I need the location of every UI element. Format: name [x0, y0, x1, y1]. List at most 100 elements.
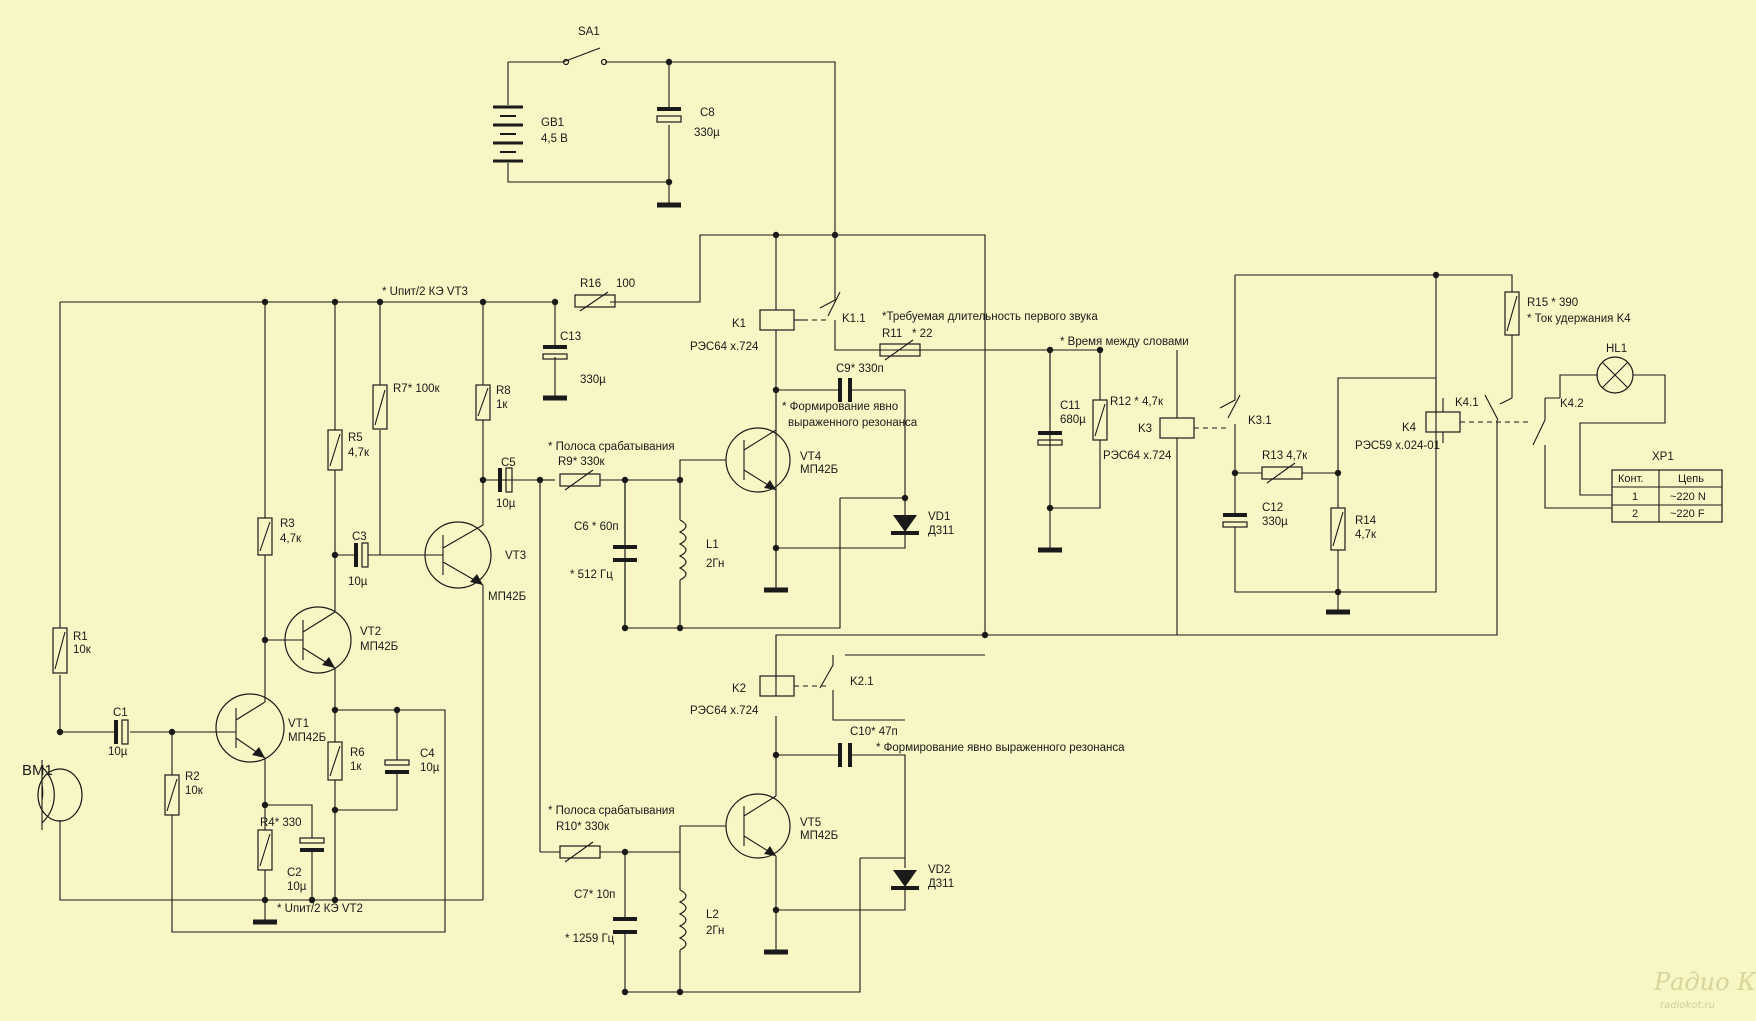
label-c1: C1	[113, 707, 128, 719]
xp1-row2-circuit: ~220 F	[1670, 508, 1705, 520]
label-c6: C6 * 60п	[574, 521, 619, 533]
label-vd2: VD2	[928, 864, 950, 876]
xp1-connector-table	[1611, 469, 1723, 523]
xp1-row2-contact: 2	[1632, 508, 1638, 520]
label-r5-val: 4,7к	[348, 447, 370, 459]
label-r9: R9* 330к	[558, 456, 606, 468]
label-k3-type: РЭС64 х.724	[1103, 450, 1172, 462]
label-r11-val: * 22	[912, 328, 932, 340]
label-c4: C4	[420, 748, 435, 760]
label-k4: K4	[1402, 422, 1417, 434]
label-sa1: SA1	[578, 26, 600, 38]
label-r16-val: 100	[616, 278, 635, 290]
label-vt1: VT1	[288, 718, 309, 730]
label-l2-val: 2Гн	[706, 925, 724, 937]
label-c10: C10* 47п	[850, 726, 898, 738]
label-r16: R16	[580, 278, 601, 290]
label-k31: K3.1	[1248, 415, 1272, 427]
label-r15: R15 * 390	[1527, 297, 1578, 309]
label-r6: R6	[350, 747, 365, 759]
label-gb1-val: 4,5 В	[541, 133, 568, 145]
label-r1-val: 10к	[73, 644, 92, 656]
label-c11-val: 680µ	[1060, 414, 1086, 426]
label-l1: L1	[706, 539, 719, 551]
label-gb1: GB1	[541, 117, 564, 129]
label-bm1: BM1	[22, 762, 53, 779]
label-r8-val: 1к	[496, 399, 508, 411]
input-stages	[37, 302, 483, 933]
label-k2: K2	[732, 683, 746, 695]
vt4-stage	[624, 378, 919, 629]
label-r7: R7* 100к	[393, 383, 441, 395]
label-k41: K4.1	[1455, 397, 1479, 409]
label-hl1: HL1	[1606, 343, 1627, 355]
label-c2: C2	[287, 867, 302, 879]
label-xp1: XP1	[1652, 451, 1674, 463]
label-r6-val: 1к	[350, 761, 362, 773]
label-vt2-type: МП42Б	[360, 641, 398, 653]
watermark-logo: Радио КОТ	[1653, 968, 1756, 996]
label-vd1-type: Д311	[928, 525, 954, 537]
relay-k4	[775, 271, 1666, 680]
label-r3-val: 4,7к	[280, 533, 302, 545]
label-band1: * Полоса срабатывания	[548, 441, 675, 453]
label-r3: R3	[280, 518, 295, 530]
label-vd1: VD1	[928, 511, 950, 523]
label-r11: R11	[882, 328, 902, 340]
vt3-stage	[327, 298, 687, 900]
label-c2-val: 10µ	[287, 881, 307, 893]
label-c7: C7* 10п	[574, 889, 615, 901]
label-k11: K1.1	[842, 313, 866, 325]
label-k21: K2.1	[850, 676, 874, 688]
label-c11: C11	[1060, 400, 1080, 412]
top-rail	[60, 231, 986, 635]
xp1-header-contact: Конт.	[1618, 473, 1643, 485]
label-c3: C3	[352, 531, 367, 543]
label-c10-note: * Формирование явно выраженного резонанс…	[876, 742, 1125, 754]
label-k1-type: РЭС64 х.724	[690, 341, 759, 353]
label-l2: L2	[706, 909, 719, 921]
battery-gb1	[493, 105, 523, 163]
label-uvt2: * Uпит/2 КЭ VT2	[277, 903, 363, 915]
label-f1: * 512 Гц	[570, 569, 613, 581]
label-k2-type: РЭС64 х.724	[690, 705, 759, 717]
label-time-note: * Время между словами	[1060, 336, 1189, 348]
label-k1: K1	[732, 318, 746, 330]
label-r5: R5	[348, 432, 363, 444]
label-vt5: VT5	[800, 817, 821, 829]
label-uvt3: * Uпит/2 КЭ VT3	[382, 286, 468, 298]
label-band2: * Полоса срабатывания	[548, 805, 675, 817]
label-r15-note: * Ток удержания K4	[1527, 313, 1631, 325]
label-c8-val: 330µ	[694, 127, 720, 139]
label-c4-val: 10µ	[420, 762, 440, 774]
label-vt5-type: МП42Б	[800, 830, 838, 842]
label-r11-note: *Требуемая длительность первого звука	[882, 311, 1098, 323]
label-r12: R12 * 4,7к	[1110, 396, 1164, 408]
label-c9-note1: * Формирование явно	[782, 401, 898, 413]
label-c5: C5	[501, 457, 516, 469]
label-vt4-type: МП42Б	[800, 464, 838, 476]
label-vt3: VT3	[505, 550, 526, 562]
label-c12: C12	[1262, 502, 1283, 514]
label-c13-val: 330µ	[580, 374, 606, 386]
label-r14-val: 4,7к	[1355, 529, 1377, 541]
label-r8: R8	[496, 385, 511, 397]
label-r2: R2	[185, 771, 200, 783]
label-k3: K3	[1138, 423, 1152, 435]
label-c8: C8	[700, 107, 715, 119]
xp1-header-circuit: Цепь	[1678, 473, 1704, 485]
label-r14: R14	[1355, 515, 1377, 527]
label-k42: K4.2	[1560, 398, 1584, 410]
watermark-url: radiokot.ru	[1660, 1000, 1715, 1011]
label-vt1-type: МП42Б	[288, 732, 326, 744]
label-vd2-type: Д311	[928, 878, 954, 890]
label-l1-val: 2Гн	[706, 558, 724, 570]
label-c13: C13	[560, 331, 581, 343]
label-vt4: VT4	[800, 451, 822, 463]
label-r10: R10* 330к	[556, 821, 610, 833]
label-vt3-type: МП42Б	[488, 591, 526, 603]
xp1-row1-circuit: ~220 N	[1670, 491, 1706, 503]
label-c3-val: 10µ	[348, 576, 368, 588]
label-f2: * 1259 Гц	[565, 933, 615, 945]
